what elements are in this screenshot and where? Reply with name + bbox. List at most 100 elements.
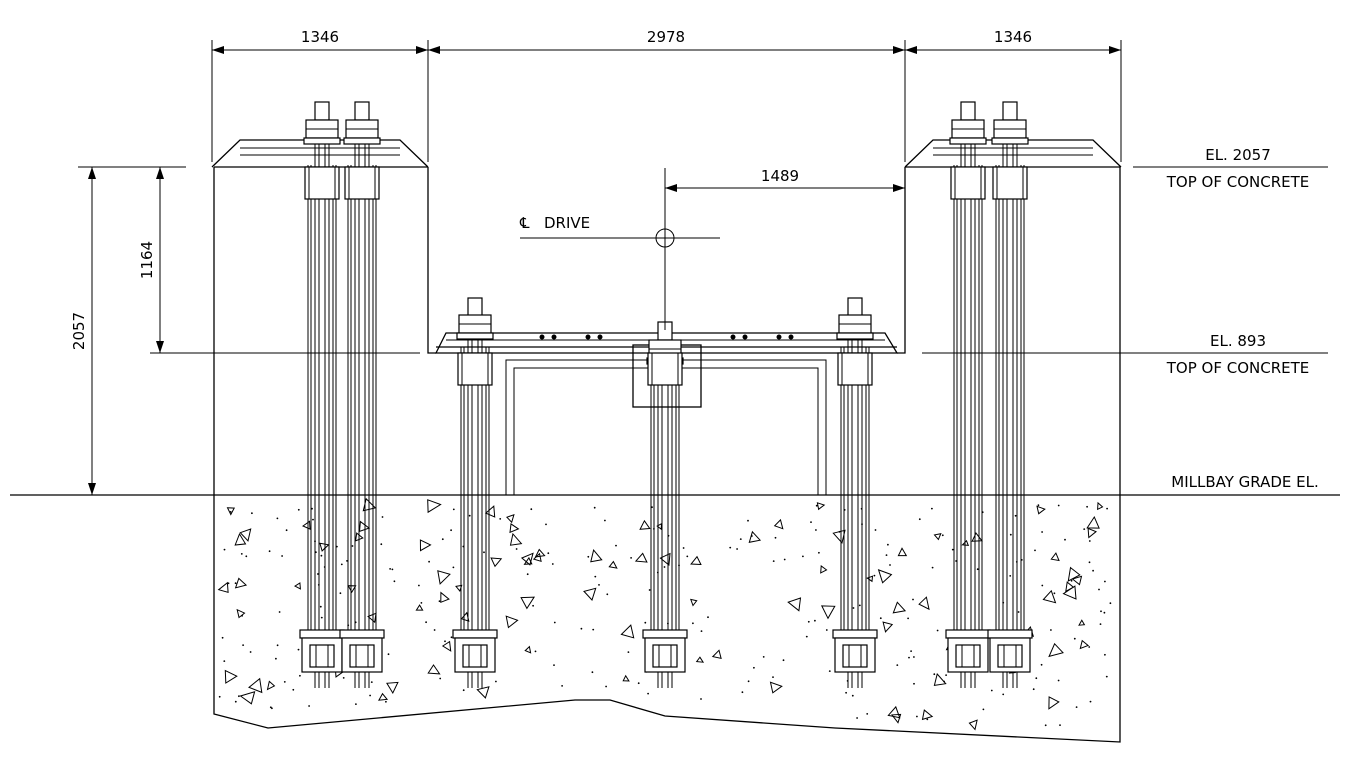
- aggregate-dot: [249, 651, 252, 653]
- aggregate-stone: [690, 555, 702, 566]
- aggregate-dot: [916, 715, 918, 718]
- aggregate-stone: [1087, 527, 1097, 539]
- aggregate-stone: [787, 597, 802, 612]
- aggregate-dot: [495, 680, 497, 683]
- aggregate-stone: [427, 664, 441, 675]
- aggregate-dot: [439, 677, 442, 680]
- grade-label: MILLBAY GRADE EL.: [1171, 473, 1319, 491]
- aggregate-dot: [223, 548, 226, 551]
- aggregate-dot: [1035, 677, 1038, 680]
- aggregate-stone: [506, 514, 515, 524]
- aggregate-dot: [1041, 531, 1043, 533]
- aggregate-dot: [285, 529, 288, 532]
- aggregate-dot: [604, 519, 606, 522]
- aggregate-dot: [896, 664, 899, 666]
- aggregate-stone: [226, 507, 236, 516]
- aggregate-stone: [1065, 581, 1075, 593]
- aggregate-dot: [747, 680, 750, 683]
- aggregate-dot: [351, 545, 354, 547]
- aggregate-dot: [346, 560, 348, 562]
- aggregate-dot: [1002, 693, 1005, 696]
- aggregate-stone: [882, 621, 894, 633]
- aggregate-dot: [1070, 579, 1073, 582]
- aggregate-hatch: [217, 497, 1112, 731]
- aggregate-dot: [851, 694, 854, 697]
- dim-half-span: 1489: [761, 167, 799, 185]
- aggregate-dot: [866, 713, 869, 715]
- aggregate-dot: [580, 627, 583, 630]
- aggregate-dot: [319, 605, 322, 608]
- aggregate-stone: [639, 519, 651, 530]
- aggregate-dot: [852, 607, 855, 609]
- aggregate-dot: [420, 602, 423, 604]
- aggregate-dot: [751, 535, 753, 537]
- aggregate-stone: [239, 691, 256, 705]
- aggregate-dot: [1040, 663, 1043, 666]
- aggregate-dot: [818, 551, 820, 554]
- aggregate-stone: [1042, 589, 1057, 604]
- aggregate-stone: [866, 575, 874, 583]
- aggregate-stone: [1071, 575, 1083, 586]
- aggregate-dot: [887, 543, 889, 546]
- centerline-drive: ℄ DRIVE: [519, 168, 720, 330]
- aggregate-stone: [1062, 585, 1077, 600]
- aggregate-dot: [1100, 610, 1102, 613]
- aggregate-stone: [820, 565, 828, 574]
- aggregate-dot: [951, 548, 954, 551]
- aggregate-dot: [462, 689, 465, 692]
- dimension-lines: [78, 40, 1328, 495]
- aggregate-dot: [918, 518, 921, 521]
- aggregate-dot: [913, 682, 915, 685]
- aggregate-stone: [239, 528, 252, 542]
- anchor-bolt: [339, 101, 385, 688]
- aggregate-dot: [1088, 540, 1091, 542]
- aggregate-dot: [299, 674, 301, 677]
- aggregate-stone: [690, 598, 698, 607]
- aggregate-dot: [1103, 611, 1106, 614]
- aggregate-dot: [278, 611, 281, 613]
- aggregate-dot: [931, 566, 934, 569]
- aggregate-dot: [912, 598, 914, 601]
- aggregate-stone: [1086, 515, 1100, 529]
- aggregate-dot: [592, 628, 595, 631]
- aggregate-dot: [355, 703, 357, 705]
- aggregate-stone: [440, 591, 450, 604]
- aggregate-dot: [389, 568, 391, 570]
- aggregate-dot: [218, 695, 221, 698]
- aggregate-stone: [319, 542, 330, 552]
- aggregate-dot: [990, 689, 993, 692]
- aggregate-dot: [772, 676, 774, 678]
- aggregate-dot: [1009, 533, 1012, 536]
- aggregate-dot: [553, 664, 555, 666]
- aggregate-stone: [711, 649, 722, 660]
- aggregate-stone: [634, 552, 648, 563]
- aggregate-stone: [933, 672, 947, 687]
- aggregate-dot: [682, 547, 685, 549]
- aggregate-dot: [1014, 514, 1017, 517]
- aggregate-dot: [838, 530, 841, 533]
- aggregate-dot: [311, 507, 313, 510]
- aggregate-stone: [490, 557, 503, 568]
- aggregate-dot: [605, 685, 607, 688]
- aggregate-stone: [1078, 619, 1086, 626]
- dim-upper-height: 1164: [138, 241, 156, 279]
- aggregate-dot: [240, 553, 243, 555]
- aggregate-dot: [342, 677, 345, 679]
- aggregate-dot: [1037, 504, 1040, 507]
- dim-left-width: 1346: [301, 28, 339, 46]
- aggregate-dot: [452, 508, 455, 511]
- aggregate-stone: [441, 640, 452, 652]
- aggregate-stone: [820, 605, 836, 620]
- el-top-label: EL. 2057: [1205, 146, 1271, 164]
- aggregate-dot: [438, 600, 441, 603]
- el-mid-sublabel: TOP OF CONCRETE: [1166, 359, 1310, 377]
- aggregate-dot: [547, 552, 550, 555]
- aggregate-dot: [1083, 528, 1086, 530]
- aggregate-dot: [1109, 602, 1112, 605]
- aggregate-dot: [425, 621, 427, 624]
- aggregate-dot: [561, 685, 563, 687]
- aggregate-dot: [783, 558, 786, 561]
- aggregate-dot: [385, 700, 387, 703]
- aggregate-dot: [1089, 700, 1092, 703]
- aggregate-dot: [856, 717, 858, 719]
